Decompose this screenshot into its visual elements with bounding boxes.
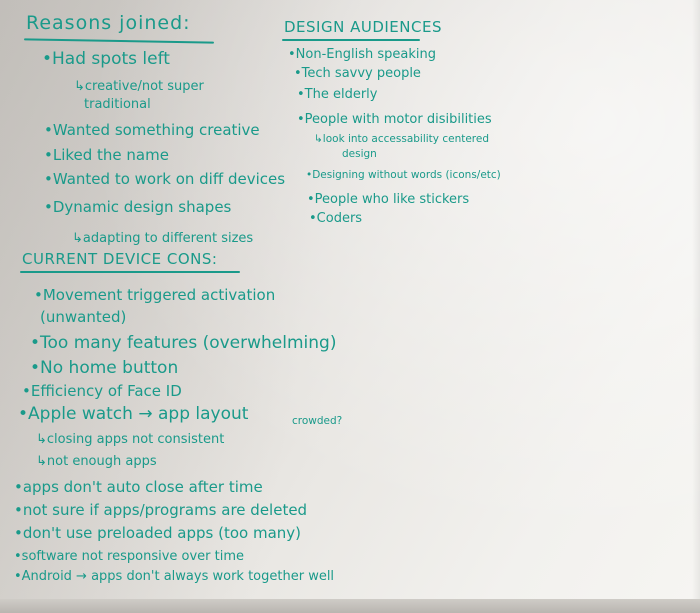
con-item: •Movement triggered activation: [34, 286, 276, 304]
con-item-note: crowded?: [292, 415, 343, 427]
con-subitem: ↳not enough apps: [36, 454, 157, 469]
device-cons-title: CURRENT DEVICE CONS:: [22, 250, 218, 268]
audience-item: •People with motor disibilities: [297, 112, 492, 127]
con-item-continued: (unwanted): [40, 308, 127, 326]
reasons-joined-title: Reasons joined:: [26, 12, 191, 34]
audience-item: •People who like stickers: [307, 192, 470, 207]
cons-title-underline: [20, 271, 240, 273]
con-item: •software not responsive over time: [14, 549, 245, 564]
con-item: •Efficiency of Face ID: [22, 382, 182, 400]
con-item: •No home button: [30, 358, 179, 378]
reason-item: •Wanted to work on diff devices: [44, 170, 286, 188]
audience-item: •Tech savvy people: [294, 66, 421, 81]
audience-item: •Non-English speaking: [288, 47, 436, 62]
con-subitem: ↳closing apps not consistent: [36, 432, 225, 447]
audience-subitem: design: [342, 148, 377, 160]
reasons-title-underline: [23, 38, 215, 44]
audiences-title-underline: [282, 39, 420, 41]
audience-item: •The elderly: [297, 87, 378, 102]
reason-item: •Liked the name: [44, 146, 169, 164]
reason-subitem: ↳creative/not super: [74, 79, 204, 94]
con-item: •Android → apps don't always work togeth…: [14, 569, 335, 584]
con-item: •don't use preloaded apps (too many): [14, 524, 302, 542]
reason-subitem: traditional: [84, 97, 151, 112]
audience-item: •Designing without words (icons/etc): [306, 169, 501, 181]
reason-item: •Wanted something creative: [44, 121, 260, 139]
con-item: •Too many features (overwhelming): [30, 333, 337, 353]
con-item: •not sure if apps/programs are deleted: [14, 501, 308, 519]
reason-subitem: ↳adapting to different sizes: [72, 231, 254, 246]
board-edge-shadow: [692, 0, 700, 613]
audience-item: •Coders: [309, 211, 363, 226]
audience-subitem: ↳look into accessability centered: [314, 133, 490, 145]
design-audiences-title: DESIGN AUDIENCES: [284, 18, 442, 36]
board-frame: [0, 599, 700, 613]
con-item: •apps don't auto close after time: [14, 478, 263, 496]
reason-item: •Dynamic design shapes: [44, 198, 232, 216]
con-item: •Apple watch → app layout: [18, 404, 249, 424]
reason-item: •Had spots left: [42, 49, 170, 69]
